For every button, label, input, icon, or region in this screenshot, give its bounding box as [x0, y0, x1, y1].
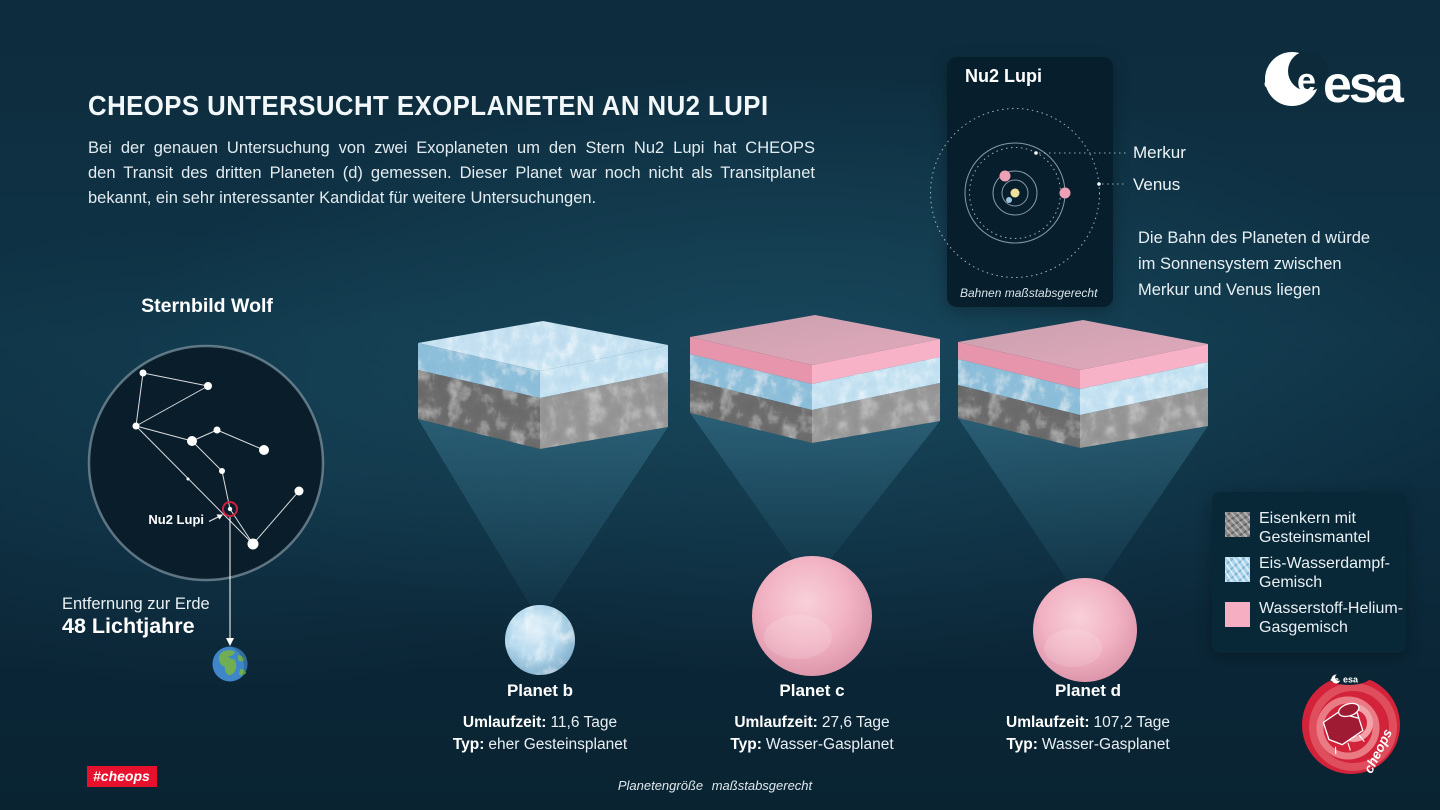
- earth-icon: [212, 646, 248, 682]
- type-label: Typ:: [452, 736, 485, 753]
- planet-cutaway-graphic: [418, 315, 1208, 682]
- legend-label-line: Wasserstoff-Helium-: [1259, 600, 1404, 617]
- legend-label-line: Eisenkern mit: [1259, 510, 1356, 527]
- period-value: 107,2 Tage: [1093, 714, 1170, 731]
- type-label: Typ:: [730, 736, 762, 753]
- period-label: Umlaufzeit:: [1006, 714, 1090, 731]
- cheops-satellite-icon: [1322, 702, 1365, 755]
- orbit-note-line: Die Bahn des Planeten d würde: [1138, 229, 1371, 247]
- esa-e-glyph: e: [1297, 62, 1316, 100]
- orbit-note-line: im Sonnensystem zwischen: [1138, 255, 1342, 273]
- period-label: Umlaufzeit:: [462, 714, 547, 731]
- orbit-note-line: Merkur und Venus liegen: [1138, 281, 1321, 299]
- merkur-label: Merkur: [1133, 143, 1186, 162]
- type-value: Wasser-Gasplanet: [765, 736, 894, 753]
- orbit-diagram: [930, 108, 1127, 278]
- esa-dot-icon: [1264, 80, 1273, 88]
- star-nu2-lupi-icon: [1010, 188, 1020, 198]
- distance-label: Entfernung zur Erde: [62, 595, 210, 613]
- intro-line: bekannt, ein sehr interessanter Kandidat…: [88, 189, 597, 207]
- legend-item-rock: Eisenkern mit Gesteinsmantel: [1225, 510, 1370, 547]
- distance-arrowhead-icon: [226, 638, 234, 646]
- planet-d-sphere: [1033, 578, 1137, 682]
- cone-c: [690, 413, 940, 560]
- cone-b: [418, 419, 668, 605]
- planet-c-sphere: [752, 556, 872, 676]
- type-value: eher Gesteinsplanet: [488, 736, 628, 753]
- orbit-note: Die Bahn des Planeten d würde im Sonnens…: [1138, 225, 1388, 303]
- page-title: CHEOPS UNTERSUCHT EXOPLANETEN AN NU2 LUP…: [88, 90, 769, 121]
- period-value: 11,6 Tage: [550, 714, 618, 731]
- constellation-circle: [87, 344, 325, 582]
- patch-esa-logo: e esa: [1330, 674, 1359, 685]
- distance-value: 48 Lichtjahre: [62, 614, 195, 638]
- orbit-b: [1001, 179, 1029, 207]
- cutaway-block-c: [690, 315, 940, 443]
- legend-label-line: Eis-Wasserdampf-: [1259, 555, 1390, 572]
- constellation-title: Sternbild Wolf: [141, 295, 273, 317]
- planet-c-caption: Planet c Umlaufzeit:27,6 Tage Typ:Wasser…: [702, 681, 922, 756]
- nu2-lupi-marker: [222, 501, 238, 517]
- gas-swatch-icon: [1225, 602, 1250, 627]
- layer-legend: Eisenkern mit Gesteinsmantel Eis-Wasserd…: [1212, 492, 1406, 653]
- cone-d: [958, 418, 1208, 580]
- planet-b-sphere: [505, 605, 575, 675]
- nu2-panel-title: Nu2 Lupi: [965, 66, 1042, 86]
- hashtag-badge: #cheops: [87, 766, 157, 787]
- legend-item-gas: Wasserstoff-Helium- Gasgemisch: [1225, 600, 1403, 637]
- esa-wordmark: esa: [1323, 56, 1405, 114]
- nu2-lupi-panel: [947, 57, 1113, 307]
- venus-label: Venus: [1133, 175, 1181, 194]
- legend-item-ice: Eis-Wasserdampf- Gemisch: [1225, 555, 1390, 592]
- cheops-mission-patch: e esa cheops: [1302, 671, 1400, 776]
- planet-d-caption: Planet d Umlaufzeit:107,2 Tage Typ:Wasse…: [978, 681, 1198, 756]
- cutaway-block-d: [958, 320, 1208, 448]
- intro-line: Bei der genauen Untersuchung von zwei Ex…: [88, 139, 815, 157]
- constellation-diagram: Nu2 Lupi: [87, 344, 325, 682]
- label-arrow-icon: [208, 514, 223, 523]
- esa-logo: e esa: [1264, 51, 1408, 114]
- svg-text:e: e: [1335, 677, 1339, 684]
- legend-label-line: Gesteinsmantel: [1259, 528, 1371, 546]
- orbit-venus: [930, 108, 1100, 278]
- intro-paragraph: Bei der genauen Untersuchung von zwei Ex…: [88, 136, 815, 211]
- venus-dot: [1097, 182, 1101, 186]
- ice-swatch-icon: [1225, 557, 1250, 582]
- patch-esa-label: esa: [1343, 675, 1359, 685]
- type-value: Wasser-Gasplanet: [1041, 736, 1170, 753]
- planet-c-dot: [999, 170, 1011, 182]
- planet-name: Planet c: [779, 681, 845, 700]
- planet-b-dot: [1006, 197, 1012, 203]
- intro-line: den Transit des dritten Planeten (d) gem…: [88, 164, 815, 182]
- legend-label-line: Gasgemisch: [1259, 618, 1348, 636]
- planet-d-dot: [1059, 187, 1071, 199]
- type-label: Typ:: [1006, 736, 1038, 753]
- constellation-stars: [132, 369, 304, 550]
- merkur-dot: [1034, 151, 1038, 155]
- planet-scale-note: Planetengröße maßstabsgerecht: [617, 778, 813, 793]
- planet-b-caption: Planet b Umlaufzeit:11,6 Tage Typ:eher G…: [430, 681, 650, 756]
- planet-name: Planet d: [1054, 681, 1122, 700]
- orbit-scale-caption: Bahnen maßstabsgerecht: [960, 286, 1098, 300]
- orbit-c: [992, 170, 1038, 216]
- legend-label-line: Gemisch: [1259, 573, 1323, 591]
- cutaway-block-b: [418, 321, 668, 449]
- period-label: Umlaufzeit:: [734, 714, 818, 731]
- rock-swatch-icon: [1225, 512, 1250, 537]
- period-value: 27,6 Tage: [821, 714, 890, 731]
- planet-name: Planet b: [506, 681, 574, 700]
- nu2-lupi-star-label: Nu2 Lupi: [148, 512, 204, 527]
